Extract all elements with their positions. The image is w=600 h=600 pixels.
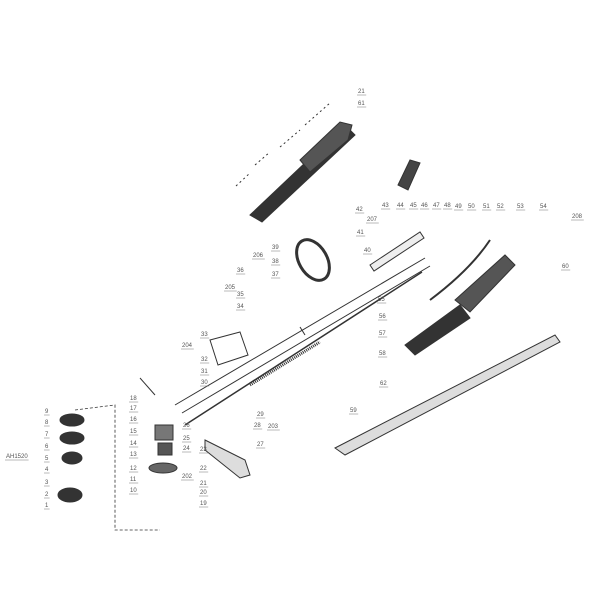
part-label: 20 [200,490,207,496]
part-label: 14 [130,441,137,447]
part-label: 33 [201,332,208,338]
motor-parts [139,377,178,474]
part-label: 49 [455,204,462,210]
part-label: 206 [253,253,264,259]
part-label: 6 [45,444,49,450]
label-plate [209,331,249,366]
part-label: 57 [379,331,386,337]
upper-handle [235,102,356,223]
part-label: 11 [130,477,137,483]
part-label: 34 [237,304,244,310]
part-label: 50 [468,204,475,210]
part-label: 47 [433,203,440,209]
part-label: 52 [497,204,504,210]
part-label: 24 [183,446,190,452]
part-label: 12 [130,466,137,472]
part-label: 18 [130,396,137,402]
part-label: 54 [540,204,547,210]
part-label: 204 [182,343,193,349]
part-label: 7 [45,432,49,438]
part-label: 59 [350,408,357,414]
part-label: 51 [483,204,490,210]
grip-cover [397,159,421,191]
part-label: 42 [356,207,363,213]
part-label: 32 [201,357,208,363]
part-label: 10 [130,488,137,494]
part-label: 35 [237,292,244,298]
part-label: 55 [378,297,385,303]
part-label: 23 [200,447,207,453]
part-label: 28 [254,423,261,429]
part-label: 4 [45,467,49,473]
part-label: 40 [364,248,371,254]
part-label: 16 [130,417,137,423]
part-label: 36 [237,268,244,274]
part-label: 203 [268,424,279,430]
part-label: 207 [367,217,378,223]
part-label: 31 [201,369,208,375]
part-label: 13 [130,452,137,458]
part-label: 56 [379,314,386,320]
part-label: 22 [200,466,207,472]
part-label: 46 [421,203,428,209]
part-label: AH1520 [6,454,28,460]
part-label: 43 [382,203,389,209]
part-label: 39 [272,245,279,251]
dashed-link [74,404,160,531]
part-label: 21 [200,481,207,487]
tube [369,231,425,272]
part-label: 208 [572,214,583,220]
part-label: 25 [183,436,190,442]
part-label: 62 [380,381,387,387]
part-label: 38 [272,259,279,265]
part-label: 41 [357,230,364,236]
part-label: 60 [562,264,569,270]
main-shaft [174,257,431,414]
part-label: 58 [379,351,386,357]
parts-drawing [57,102,561,531]
spool-parts [57,413,85,503]
part-label: 53 [517,204,524,210]
guard [204,439,251,479]
part-label: 1 [45,503,49,509]
part-label: 26 [183,423,190,429]
part-label: 2 [45,492,49,498]
inner-shaft [184,271,423,426]
part-label: 45 [410,203,417,209]
part-label: 8 [45,420,49,426]
part-label: 205 [225,285,236,291]
bail-handle [295,238,331,282]
part-label: 48 [444,203,451,209]
guard-bar [334,334,561,456]
part-label: 3 [45,480,49,486]
part-label: 37 [272,272,279,278]
part-label: 9 [45,409,49,415]
part-label: 15 [130,429,137,435]
rear-handle [404,239,516,356]
part-label: 61 [358,101,365,107]
part-label: 30 [201,380,208,386]
part-label: 5 [45,456,49,462]
part-label: 44 [397,203,404,209]
part-label: 19 [200,501,207,507]
part-label: 21 [358,89,365,95]
part-label: 17 [130,406,137,412]
part-label: 27 [257,442,264,448]
part-label: 29 [257,412,264,418]
part-label: 202 [182,474,193,480]
